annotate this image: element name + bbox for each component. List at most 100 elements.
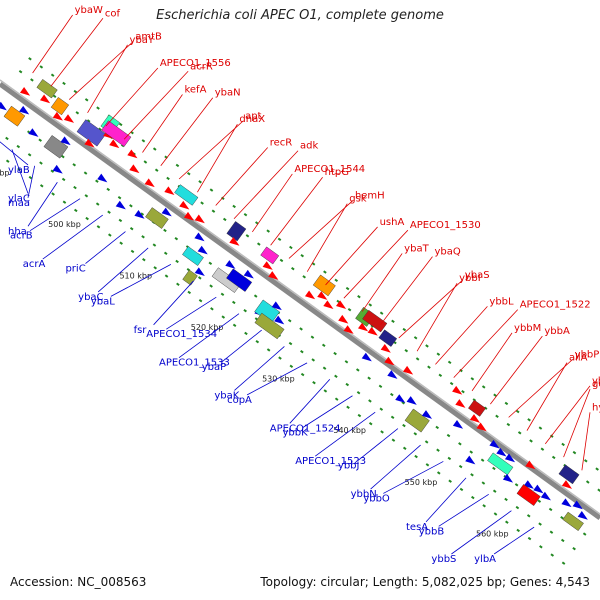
tick-mark — [582, 532, 587, 536]
tick-mark — [288, 341, 293, 346]
accession-text: Accession: NC_008563 — [10, 575, 147, 589]
reverse-strand-arrow — [387, 370, 398, 379]
tick-mark — [481, 385, 486, 389]
leader-line — [11, 149, 29, 194]
leader-line — [508, 359, 573, 418]
tick-mark — [255, 340, 260, 344]
leader-line — [314, 411, 376, 457]
tick-mark — [401, 401, 405, 405]
tick-mark — [368, 303, 373, 307]
leader-line — [178, 120, 244, 180]
forward-strand-arrow — [109, 139, 120, 149]
leader-line — [370, 444, 421, 490]
gene-label-reverse: acrA — [23, 259, 46, 270]
tick-mark — [143, 160, 148, 164]
leader-line — [234, 346, 285, 391]
kbp-tick-label: 550 kbp — [405, 478, 438, 487]
leader-line — [153, 280, 194, 326]
tick-mark — [379, 311, 384, 315]
tick-mark — [346, 405, 350, 410]
tick-mark — [96, 106, 100, 110]
tick-mark — [210, 307, 214, 311]
leader-line — [233, 150, 299, 219]
gene-label-reverse: ylbA — [474, 554, 496, 565]
tick-mark — [209, 284, 213, 288]
gene-feature-box — [254, 312, 285, 340]
gene-label-forward: kefA — [184, 84, 206, 95]
leader-line-layer — [0, 14, 591, 555]
tick-mark — [458, 464, 463, 469]
tick-mark — [175, 259, 179, 264]
tick-mark — [390, 392, 394, 397]
tick-mark — [300, 350, 304, 354]
kbp-tick-label: 520 kbp — [191, 323, 224, 332]
tick-mark — [322, 366, 327, 370]
tick-mark — [515, 409, 520, 414]
leader-line — [361, 253, 403, 312]
tick-mark — [243, 309, 247, 313]
tick-mark — [232, 300, 236, 305]
reverse-strand-arrow — [502, 473, 514, 483]
tick-mark — [458, 442, 462, 446]
tick-mark — [244, 331, 248, 336]
tick-mark — [277, 237, 282, 241]
gene-label-forward: apt — [245, 111, 261, 122]
tick-mark — [96, 225, 101, 229]
tick-mark — [585, 480, 590, 484]
tick-mark — [461, 390, 465, 394]
tick-mark — [5, 159, 10, 163]
leader-line — [166, 296, 217, 330]
kbp-tick-label: 510 kbp — [119, 271, 152, 280]
tick-mark — [471, 495, 475, 500]
tick-mark — [62, 200, 67, 204]
tick-mark — [187, 290, 192, 295]
tick-mark — [425, 463, 430, 467]
tick-mark — [436, 448, 440, 452]
tick-mark — [108, 233, 112, 237]
reverse-strand-arrow — [115, 200, 126, 210]
gene-label-reverse: APECO1_1523 — [295, 456, 366, 467]
tick-mark — [572, 450, 577, 455]
tick-mark — [152, 243, 157, 247]
tick-mark — [186, 171, 191, 176]
gene-label-reverse: copA — [227, 395, 252, 406]
gene-label-reverse: maa — [8, 198, 30, 209]
leader-line — [416, 282, 458, 352]
gene-label-forward: adk — [300, 141, 318, 152]
tick-mark — [39, 161, 43, 165]
leader-line — [471, 332, 513, 392]
tick-mark — [140, 212, 145, 216]
tick-mark — [436, 352, 441, 356]
leader-line — [343, 229, 409, 299]
leader-line — [42, 214, 103, 260]
tick-mark — [73, 185, 77, 190]
leader-line — [435, 306, 488, 365]
leader-line — [178, 313, 240, 358]
gene-label-forward: ybbL — [489, 296, 514, 307]
gene-label-forward: ybbM — [514, 323, 541, 334]
tick-mark — [232, 204, 236, 209]
tick-mark — [30, 78, 34, 82]
tick-mark — [402, 446, 407, 451]
leader-line — [357, 428, 399, 461]
tick-mark — [221, 196, 225, 200]
gene-label-forward: APECO1_1544 — [294, 164, 365, 175]
tick-mark — [152, 147, 157, 151]
forward-strand-arrow — [127, 149, 138, 159]
reverse-strand-arrow — [452, 420, 464, 429]
tick-mark — [107, 210, 111, 214]
tick-mark — [550, 553, 555, 557]
genome-summary-text: Topology: circular; Length: 5,082,025 bp… — [260, 575, 590, 589]
leader-line — [526, 362, 568, 431]
forward-strand-arrow — [380, 344, 391, 353]
gene-label-forward: htpG — [325, 167, 349, 178]
tick-mark — [449, 381, 454, 386]
gene-feature-box — [76, 119, 107, 147]
tick-mark — [493, 393, 497, 397]
leader-line — [451, 510, 512, 555]
tick-mark — [470, 377, 475, 381]
gene-feature-box — [145, 207, 169, 229]
tick-mark — [424, 440, 429, 444]
tick-mark — [438, 373, 443, 378]
forward-strand-arrow — [304, 290, 316, 300]
